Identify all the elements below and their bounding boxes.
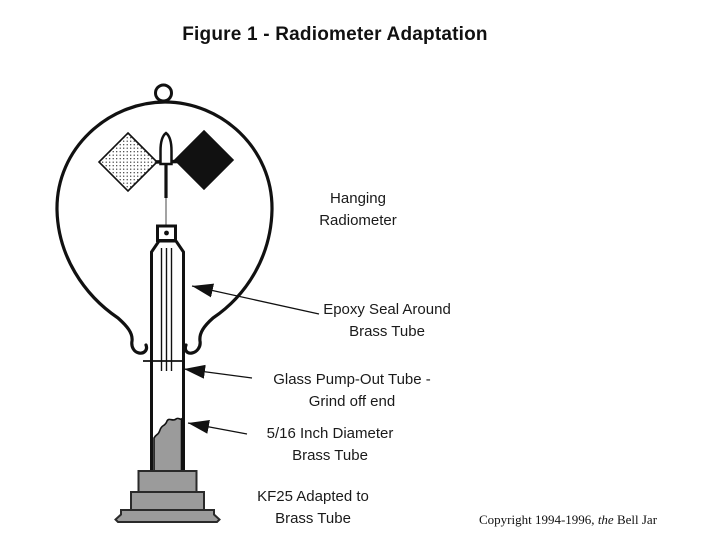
spindle-bearing-pivot	[164, 230, 169, 236]
label-brass-tube: 5/16 Inch Diameter Brass Tube	[220, 423, 440, 467]
vane-spindle	[159, 131, 173, 166]
figure-title: Figure 1 - Radiometer Adaptation	[182, 24, 488, 45]
label-line: Grind off end	[308, 393, 396, 410]
label-kf25: KF25 Adapted to Brass Tube	[203, 486, 423, 530]
label-hanging-radiometer: Hanging Radiometer	[248, 188, 468, 232]
copyright-text: Copyright 1994-1996,	[479, 512, 595, 527]
kf25-block-upper	[137, 470, 198, 493]
pump-out-tube-lines	[160, 248, 173, 371]
copyright-journal-name: Bell Jar	[616, 512, 658, 527]
label-pump-out-tube: Glass Pump-Out Tube - Grind off end	[242, 369, 462, 413]
epoxy-brass-fill	[153, 417, 183, 472]
kf25-block-middle	[130, 491, 205, 511]
label-line: Glass Pump-Out Tube -	[273, 371, 431, 388]
label-line: Epoxy Seal Around	[323, 301, 451, 318]
pump-out-tube-arrow	[183, 364, 253, 379]
stippled-vane	[97, 131, 159, 193]
label-line: Radiometer	[319, 212, 397, 229]
brass-tube-arrow	[187, 419, 248, 435]
copyright-journal-article: the	[597, 512, 614, 527]
copyright-notice: Copyright 1994-1996, the Bell Jar	[479, 512, 657, 528]
epoxy-seal-arrow	[191, 283, 320, 315]
tube-wall-left	[150, 240, 161, 471]
label-line: Brass Tube	[275, 510, 351, 527]
label-line: KF25 Adapted to	[257, 488, 369, 505]
kf25-flange	[114, 509, 221, 523]
tube-wall-right	[174, 240, 185, 471]
tube-interior	[151, 241, 184, 471]
label-line: Hanging	[330, 190, 386, 207]
label-line: Brass Tube	[349, 323, 425, 340]
label-epoxy-seal: Epoxy Seal Around Brass Tube	[277, 299, 497, 343]
label-line: Brass Tube	[292, 447, 368, 464]
hanging-ring	[154, 83, 173, 103]
dark-vane	[173, 129, 235, 191]
label-line: 5/16 Inch Diameter	[266, 425, 394, 442]
